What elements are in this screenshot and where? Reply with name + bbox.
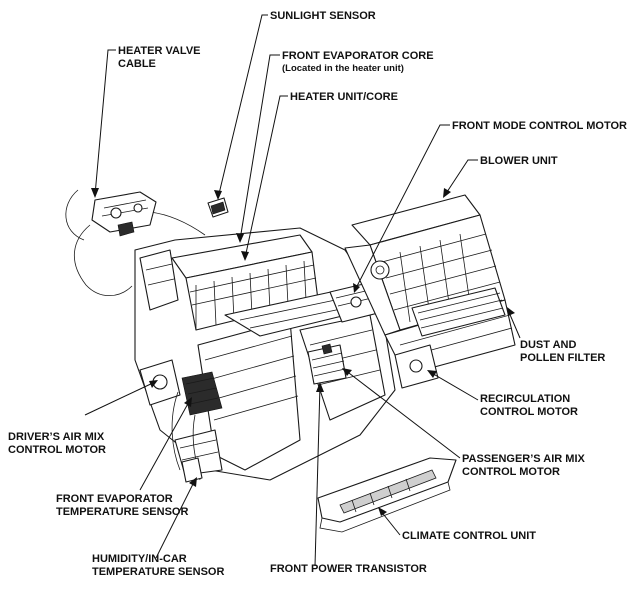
label-front-evap-temp-sensor-line1: FRONT EVAPORATOR: [56, 493, 173, 505]
label-blower-unit: BLOWER UNIT: [480, 155, 558, 167]
label-dust-pollen-filter-line1: DUST AND: [520, 339, 576, 351]
leader-passengers-air-mix: [344, 369, 461, 459]
label-passengers-air-mix-line2: CONTROL MOTOR: [462, 466, 560, 478]
front-power-transistor-drawing: [307, 343, 347, 385]
leader-humidity-sensor: [155, 479, 196, 559]
arrowhead-passengers-air-mix: [342, 368, 352, 376]
leader-blower-unit: [444, 159, 478, 196]
sunlight-sensor-drawing: [207, 197, 229, 218]
label-front-evaporator-core: FRONT EVAPORATOR CORE: [282, 50, 434, 62]
arrowhead-sunlight-sensor: [214, 190, 222, 200]
leader-lines: [84, 14, 521, 567]
drivers-air-mix-motor-drawing: [139, 359, 223, 416]
label-front-evaporator-core-note: (Located in the heater unit): [282, 63, 404, 74]
arrowhead-dust-pollen-filter: [507, 307, 515, 316]
label-front-mode-control-motor: FRONT MODE CONTROL MOTOR: [452, 120, 627, 132]
label-climate-control-unit: CLIMATE CONTROL UNIT: [402, 530, 536, 542]
label-drivers-air-mix-line1: DRIVER’S AIR MIX: [8, 431, 105, 443]
arrowhead-climate-control-unit: [378, 507, 387, 516]
label-sunlight-sensor: SUNLIGHT SENSOR: [270, 10, 376, 22]
arrowhead-heater-unit-core: [241, 251, 249, 261]
dust-pollen-filter-drawing: [411, 287, 506, 337]
leader-front-evap-temp-sensor: [139, 399, 191, 491]
leader-front-mode-control-motor: [354, 124, 450, 291]
label-humidity-sensor-line1: HUMIDITY/IN-CAR: [92, 553, 187, 565]
label-heater-unit-core: HEATER UNIT/CORE: [290, 91, 398, 103]
leader-front-evaporator-core: [239, 54, 280, 241]
recirculation-motor-drawing: [394, 344, 439, 389]
heater-valve-cable-drawing: [65, 189, 206, 297]
label-heater-valve-cable-line1: HEATER VALVE: [118, 45, 201, 57]
labels: SUNLIGHT SENSOR HEATER VALVE CABLE FRONT…: [8, 10, 627, 578]
arrowhead-drivers-air-mix: [149, 380, 158, 388]
arrowhead-front-evap-temp-sensor: [184, 397, 192, 407]
label-recirculation-motor-line2: CONTROL MOTOR: [480, 406, 578, 418]
heater-unit-drawing: [134, 227, 396, 481]
label-front-evap-temp-sensor-line2: TEMPERATURE SENSOR: [56, 506, 188, 518]
label-front-power-transistor: FRONT POWER TRANSISTOR: [270, 563, 427, 575]
label-recirculation-motor-line1: RECIRCULATION: [480, 393, 570, 405]
arrowhead-heater-valve-cable: [91, 188, 99, 198]
leader-heater-unit-core: [244, 95, 288, 259]
sensor-harness-drawing: [171, 391, 203, 483]
arrowhead-humidity-sensor: [189, 477, 197, 487]
label-passengers-air-mix-line1: PASSENGER’S AIR MIX: [462, 453, 586, 465]
leader-heater-valve-cable: [94, 49, 116, 196]
hvac-illustration: [65, 189, 516, 533]
arrowhead-front-evaporator-core: [236, 233, 244, 243]
climate-control-unit-drawing: [317, 457, 457, 533]
leader-front-power-transistor: [314, 384, 321, 567]
label-drivers-air-mix-line2: CONTROL MOTOR: [8, 444, 106, 456]
arrowhead-blower-unit: [443, 188, 451, 198]
arrowhead-front-power-transistor: [316, 382, 324, 392]
label-humidity-sensor-line2: TEMPERATURE SENSOR: [92, 566, 224, 578]
leader-sunlight-sensor: [217, 14, 268, 199]
arrowhead-recirculation-motor: [427, 370, 437, 378]
leader-drivers-air-mix: [84, 381, 156, 416]
label-dust-pollen-filter-line2: POLLEN FILTER: [520, 352, 605, 364]
arrowhead-front-mode-control-motor: [353, 283, 360, 293]
label-heater-valve-cable-line2: CABLE: [118, 58, 156, 70]
leader-recirculation-motor: [429, 371, 479, 401]
